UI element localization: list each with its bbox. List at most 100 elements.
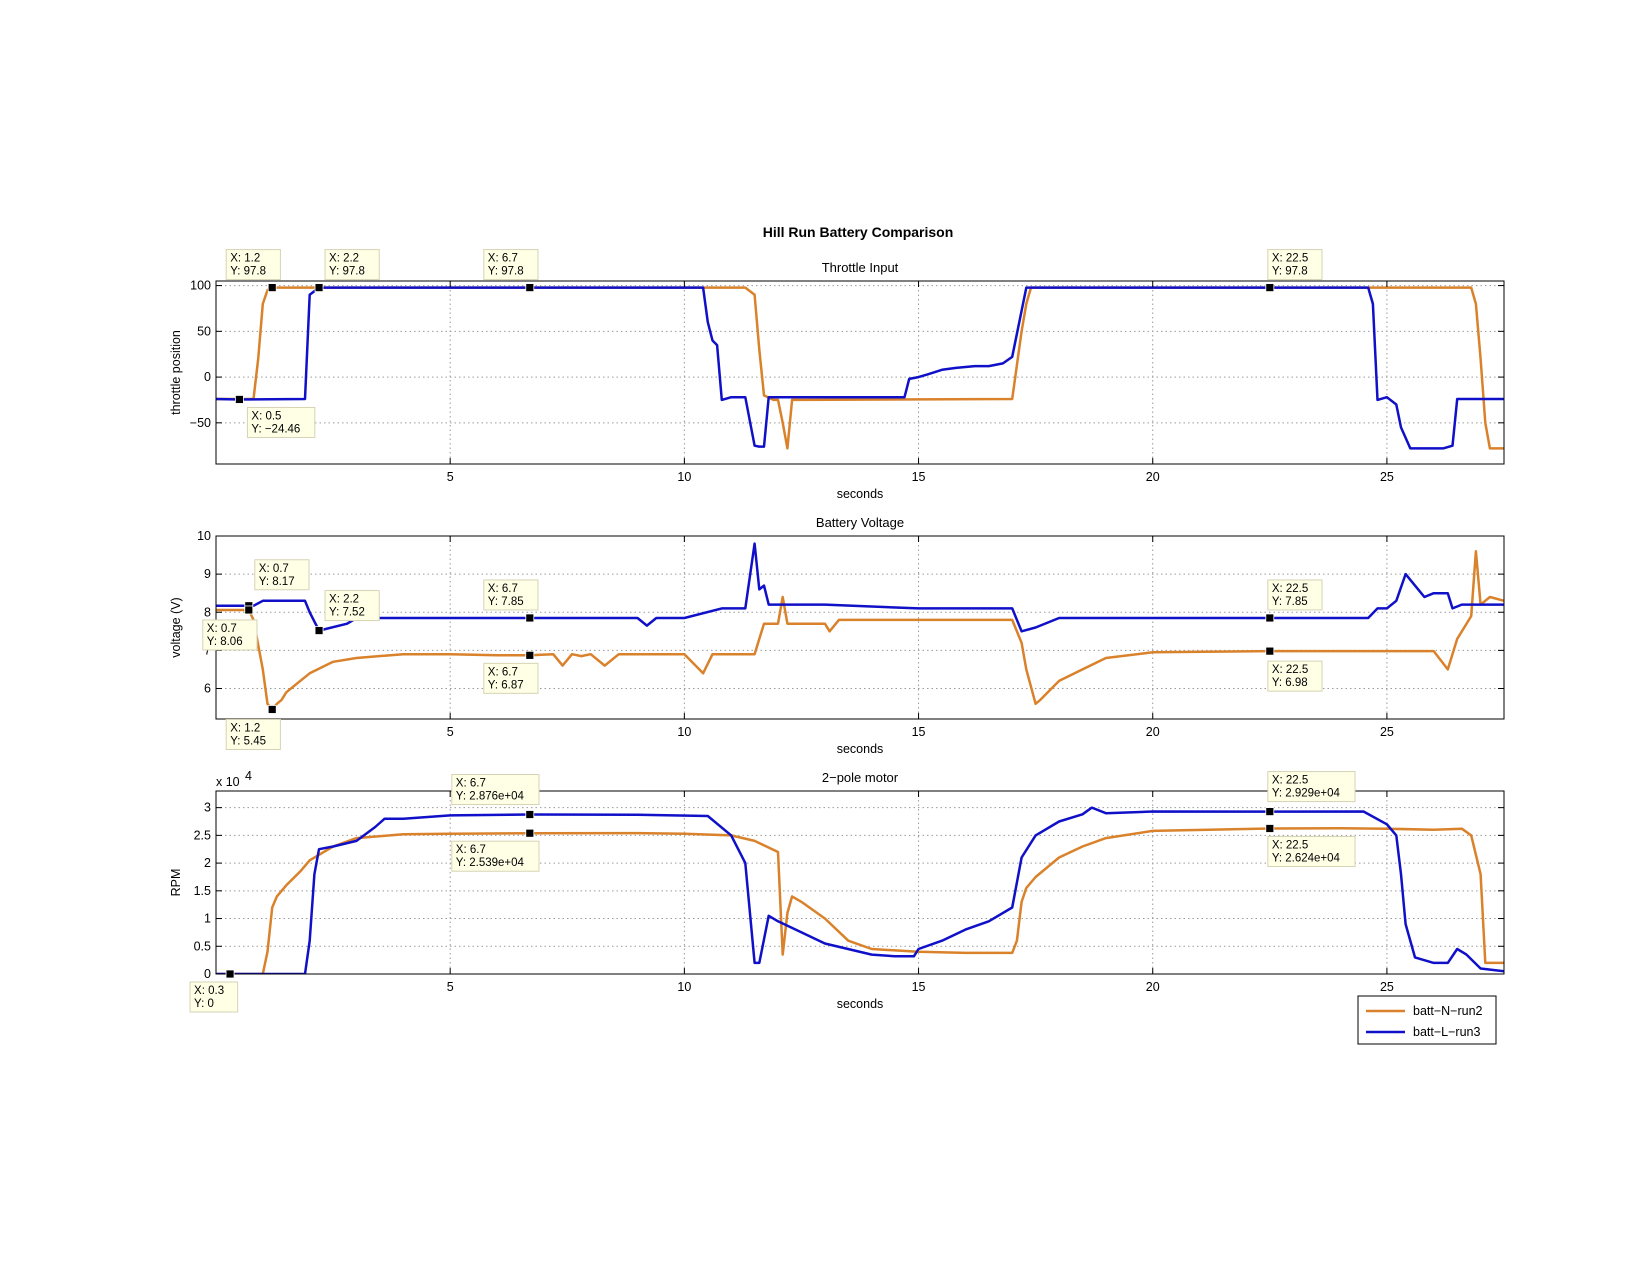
- datatip[interactable]: X: 2.2Y: 7.52: [314, 590, 380, 635]
- datatip-marker[interactable]: [525, 828, 535, 838]
- series-line-batt-n: [216, 286, 1504, 450]
- y-tick-label: 2: [204, 856, 211, 870]
- datatip-marker[interactable]: [525, 283, 535, 292]
- datatip-marker[interactable]: [225, 969, 235, 979]
- datatip-marker[interactable]: [525, 613, 535, 623]
- series-line-batt-n: [216, 550, 1504, 711]
- datatip-y: Y: 6.98: [1272, 677, 1308, 689]
- datatip-box: [483, 579, 539, 611]
- datatip[interactable]: X: 6.7Y: 6.87: [483, 650, 539, 694]
- y-tick-label: 3: [204, 801, 211, 815]
- datatip-box: [1267, 771, 1356, 803]
- datatip-marker[interactable]: [525, 810, 535, 819]
- datatip[interactable]: X: 6.7Y: 2.539e+04: [451, 828, 540, 872]
- datatip-marker[interactable]: [1265, 824, 1275, 833]
- datatip-marker[interactable]: [235, 395, 244, 404]
- datatip[interactable]: X: 2.2Y: 97.8: [314, 249, 380, 292]
- datatip-x: X: 22.5: [1272, 253, 1308, 265]
- datatip-y: Y: 7.85: [1272, 596, 1308, 608]
- series-line-batt-l: [216, 286, 1504, 450]
- datatip-x: X: 6.7: [456, 778, 486, 790]
- datatip-box: [451, 774, 540, 806]
- datatip[interactable]: X: 22.5Y: 97.8: [1265, 249, 1323, 292]
- y-axis-label: throttle position: [169, 330, 183, 415]
- figure-title: Hill Run Battery Comparison: [763, 224, 954, 240]
- datatip-box: [189, 981, 239, 1013]
- datatip-x: X: 2.2: [329, 594, 359, 606]
- datatip-box: [324, 590, 380, 622]
- subplot-title: Battery Voltage: [816, 515, 904, 530]
- y-tick-label: −50: [190, 416, 211, 430]
- datatip-x: X: 0.7: [207, 623, 237, 635]
- datatip[interactable]: X: 22.5Y: 7.85: [1265, 579, 1323, 623]
- datatip-y: Y: 8.17: [259, 576, 295, 588]
- y-tick-label: 10: [197, 529, 211, 543]
- datatip-marker[interactable]: [1265, 807, 1275, 816]
- datatip-box: [1267, 660, 1323, 692]
- datatip-y: Y: 2.624e+04: [1272, 852, 1341, 864]
- datatip-marker[interactable]: [267, 705, 277, 714]
- datatip-x: X: 6.7: [456, 844, 486, 856]
- datatip-box: [1267, 579, 1323, 611]
- x-tick-label: 10: [677, 470, 691, 484]
- datatip-marker[interactable]: [1265, 613, 1275, 623]
- datatip-box: [225, 249, 281, 281]
- datatip[interactable]: X: 6.7Y: 7.85: [483, 579, 539, 623]
- datatip[interactable]: X: 0.7Y: 8.06: [202, 605, 258, 651]
- x-tick-label: 20: [1146, 980, 1160, 994]
- legend-label-batt-n: batt−N−run2: [1413, 1004, 1483, 1018]
- y-tick-label: 9: [204, 567, 211, 581]
- datatip-marker[interactable]: [1265, 646, 1275, 656]
- datatip-x: X: 22.5: [1272, 664, 1308, 676]
- datatip[interactable]: X: 0.7Y: 8.17: [244, 559, 310, 611]
- x-tick-label: 10: [677, 980, 691, 994]
- datatip-marker[interactable]: [314, 626, 324, 635]
- datatip-y: Y: 97.8: [230, 266, 266, 278]
- axes-frame: [215, 280, 1505, 465]
- y-axis-label: RPM: [169, 869, 183, 897]
- legend-label-batt-l: batt−L−run3: [1413, 1025, 1480, 1039]
- subplot-title: Throttle Input: [822, 260, 899, 275]
- legend: batt−N−run2 batt−L−run3: [1357, 995, 1497, 1045]
- x-axis-label: seconds: [837, 487, 884, 501]
- datatip-box: [254, 559, 310, 591]
- datatip[interactable]: X: 22.5Y: 6.98: [1265, 646, 1323, 692]
- datatip[interactable]: X: 0.5Y: −24.46: [235, 395, 316, 438]
- datatip[interactable]: X: 0.3Y: 0: [189, 969, 239, 1013]
- datatip-x: X: 22.5: [1272, 583, 1308, 595]
- datatip-marker[interactable]: [525, 650, 535, 660]
- datatip-box: [451, 840, 540, 872]
- datatip-y: Y: 2.929e+04: [1272, 788, 1341, 800]
- y-multiplier: x 10: [216, 775, 240, 789]
- x-axis-label: seconds: [837, 742, 884, 756]
- datatip-x: X: 22.5: [1272, 839, 1308, 851]
- datatip[interactable]: X: 1.2Y: 97.8: [225, 249, 281, 292]
- x-tick-label: 5: [447, 725, 454, 739]
- datatip-marker[interactable]: [314, 283, 324, 292]
- datatip-marker[interactable]: [244, 605, 254, 615]
- axes-frame: [215, 790, 1505, 975]
- datatip-x: X: 2.2: [329, 253, 359, 265]
- y-tick-label: 6: [204, 682, 211, 696]
- subplot-title: 2−pole motor: [822, 770, 899, 785]
- legend-box: [1357, 995, 1497, 1045]
- datatip-marker[interactable]: [1265, 283, 1275, 292]
- x-tick-label: 25: [1380, 980, 1394, 994]
- datatip-box: [225, 718, 281, 750]
- datatip[interactable]: X: 22.5Y: 2.624e+04: [1265, 824, 1356, 867]
- datatip-marker[interactable]: [267, 283, 277, 292]
- datatip[interactable]: X: 6.7Y: 97.8: [483, 249, 539, 292]
- datatip-x: X: 6.7: [488, 583, 518, 595]
- datatip[interactable]: X: 1.2Y: 5.45: [225, 705, 281, 750]
- y-tick-label: 0: [204, 967, 211, 981]
- y-tick-label: 50: [197, 324, 211, 338]
- datatip-y: Y: 97.8: [488, 266, 524, 278]
- y-tick-label: 8: [204, 605, 211, 619]
- datatip[interactable]: X: 6.7Y: 2.876e+04: [451, 774, 540, 819]
- datatip-x: X: 6.7: [488, 666, 518, 678]
- x-tick-label: 25: [1380, 470, 1394, 484]
- datatip[interactable]: X: 22.5Y: 2.929e+04: [1265, 771, 1356, 816]
- y-multiplier-exponent: 4: [245, 769, 252, 783]
- datatip-y: Y: 2.539e+04: [456, 857, 525, 869]
